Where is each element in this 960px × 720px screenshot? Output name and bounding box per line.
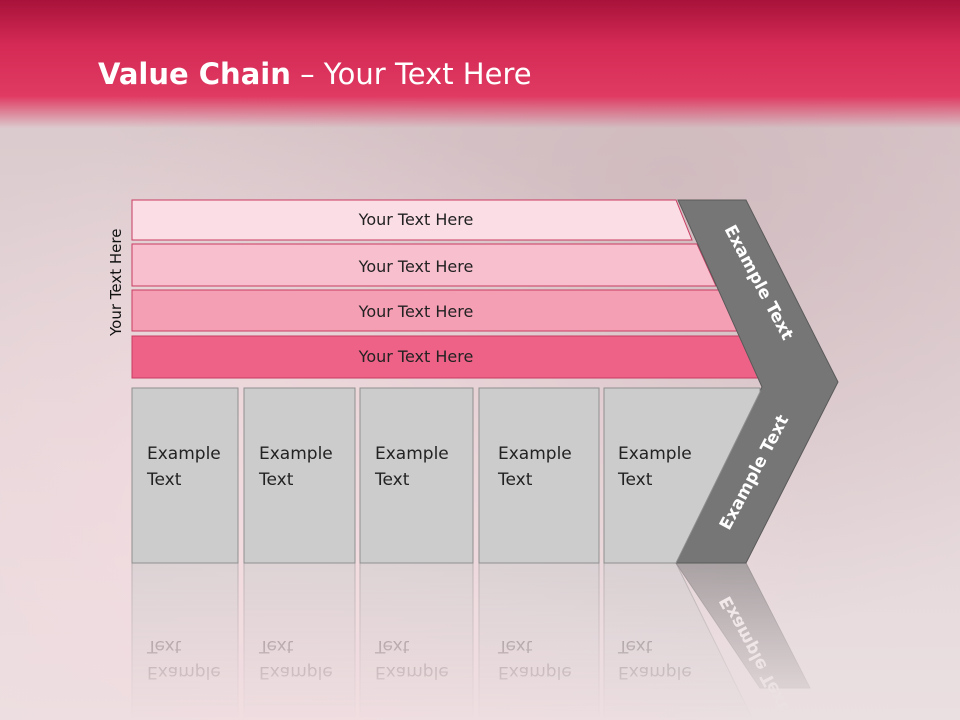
reflect-text-1a: Example <box>147 662 221 682</box>
bar-1[interactable] <box>131 199 693 241</box>
box-1-line2: Text <box>146 470 182 490</box>
box-1-line1: Example <box>147 444 221 464</box>
reflection: Example Text Example Text Example Text E… <box>131 562 811 720</box>
box-2-line2: Text <box>258 470 294 490</box>
box-3-line1: Example <box>375 444 449 464</box>
reflect-text-2b: Text <box>258 636 294 656</box>
title-regular-part: – Your Text Here <box>290 57 532 91</box>
reflect-text-2a: Example <box>259 662 333 682</box>
box-2[interactable] <box>243 387 356 564</box>
reflect-text-4b: Text <box>497 636 533 656</box>
box-5[interactable] <box>603 387 761 564</box>
box-3-line2: Text <box>374 470 410 490</box>
bar-2-label: Your Text Here <box>358 257 474 276</box>
box-4-line1: Example <box>498 444 572 464</box>
reflect-text-5a: Example <box>618 662 692 682</box>
reflect-text-3b: Text <box>374 636 410 656</box>
title-bold-part: Value Chain <box>98 57 291 91</box>
title-banner <box>0 0 960 128</box>
box-1[interactable] <box>131 387 239 564</box>
bar-2[interactable] <box>131 243 717 287</box>
box-4-line2: Text <box>497 470 533 490</box>
bar-3-label: Your Text Here <box>358 302 474 321</box>
box-4[interactable] <box>478 387 600 564</box>
slide-title[interactable]: Value Chain – Your Text Here <box>98 54 532 94</box>
box-5-line1: Example <box>618 444 692 464</box>
box-5-line2: Text <box>617 470 653 490</box>
box-2-line1: Example <box>259 444 333 464</box>
reflect-text-3a: Example <box>375 662 449 682</box>
box-3[interactable] <box>359 387 474 564</box>
reflect-text-5b: Text <box>617 636 653 656</box>
bar-4-label: Your Text Here <box>358 347 474 366</box>
reflect-text-4a: Example <box>498 662 572 682</box>
reflect-text-1b: Text <box>146 636 182 656</box>
bar-1-label: Your Text Here <box>358 210 474 229</box>
